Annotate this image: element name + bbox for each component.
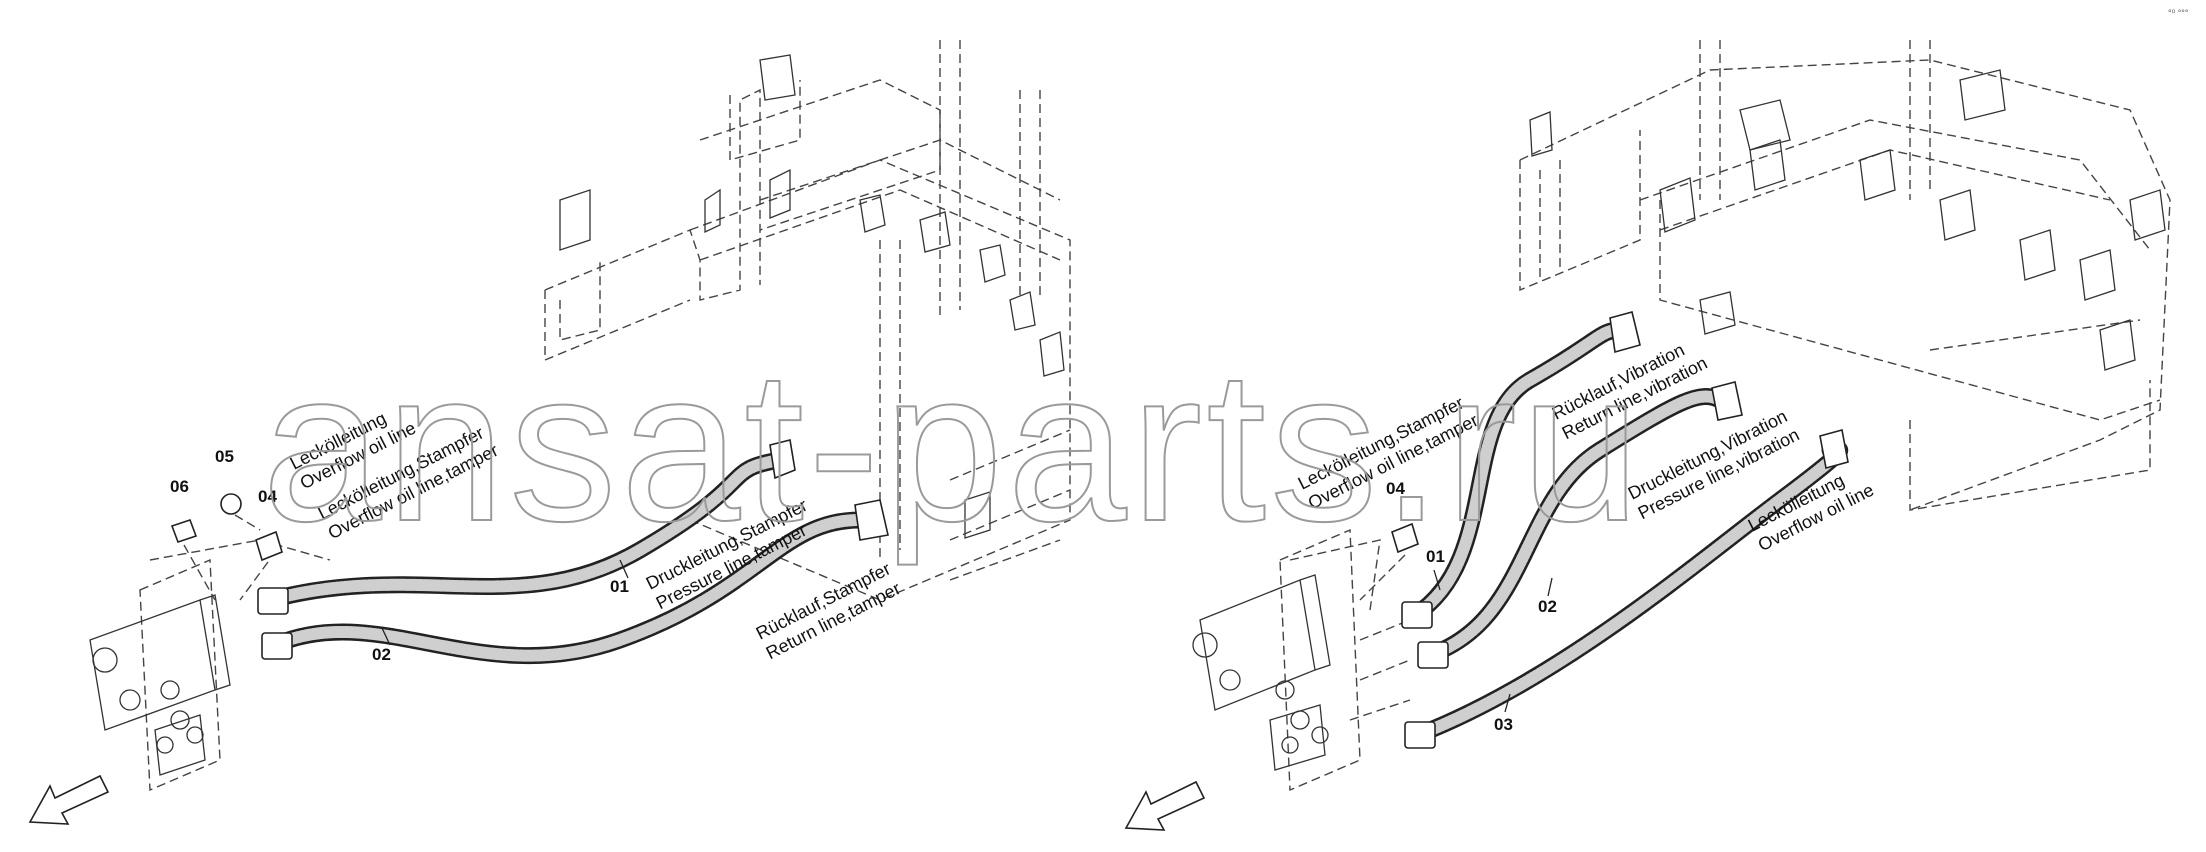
part-number-02-right: 02 bbox=[1538, 597, 1557, 616]
left-machine-frame bbox=[544, 40, 1071, 601]
seal-05-shape bbox=[220, 493, 242, 515]
right-direction-arrow-icon bbox=[1124, 780, 1206, 831]
left-pump-block bbox=[89, 539, 331, 792]
nut-04-right-shape bbox=[1391, 522, 1419, 554]
part-number-03-right: 03 bbox=[1494, 715, 1513, 734]
right-hose-03 bbox=[1404, 428, 1849, 749]
part-number-06: 06 bbox=[170, 477, 189, 496]
part-number-04-right: 04 bbox=[1386, 479, 1405, 498]
right-hose-02 bbox=[1417, 381, 1743, 669]
left-fittings bbox=[170, 493, 283, 601]
right-hose-01 bbox=[1401, 311, 1641, 629]
part-number-04: 04 bbox=[258, 487, 277, 506]
left-hose-02 bbox=[261, 499, 889, 665]
right-machine-frame bbox=[1519, 40, 2171, 511]
part-number-02: 02 bbox=[372, 645, 391, 664]
part-number-01-right: 01 bbox=[1426, 547, 1445, 566]
part-number-05: 05 bbox=[215, 447, 234, 466]
right-pump-block bbox=[1192, 528, 1411, 792]
plug-06-shape bbox=[170, 518, 198, 544]
part-number-01: 01 bbox=[610, 577, 629, 596]
nut-04-shape bbox=[255, 530, 283, 562]
left-direction-arrow-icon bbox=[28, 774, 110, 825]
corner-mark: °⁰ °°° bbox=[2168, 8, 2189, 18]
watermark: ansat-parts.ru bbox=[262, 325, 1644, 566]
left-hose-01 bbox=[257, 439, 796, 615]
